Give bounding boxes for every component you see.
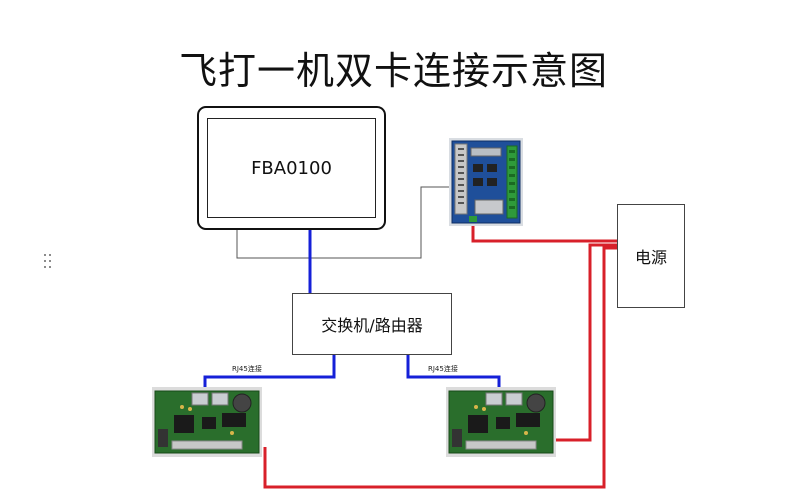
power-wire-io-board <box>471 226 617 243</box>
rj45-label-right: RJ45连接 <box>428 365 458 373</box>
control-card-right-image <box>446 387 556 457</box>
fba0100-label: FBA0100 <box>251 157 332 179</box>
switch-router-label: 交换机/路由器 <box>321 316 423 335</box>
drag-handle-icon[interactable] <box>44 254 52 270</box>
ethernet-wire-switch-to-right-card <box>406 355 501 395</box>
signal-wire-monitor-to-io-board <box>236 186 449 259</box>
ethernet-wire-switch-to-left-card <box>203 355 336 395</box>
power-supply-box: 电源 <box>617 204 685 308</box>
io-breakout-board-image <box>449 138 523 226</box>
rj45-label-left: RJ45连接 <box>232 365 262 373</box>
power-supply-label: 电源 <box>634 248 667 267</box>
power-wire-right-card <box>553 243 617 442</box>
power-wire-left-card <box>263 246 617 489</box>
fba0100-screen: FBA0100 <box>207 118 376 218</box>
control-card-left-image <box>152 387 262 457</box>
page-title: 飞打一机双卡连接示意图 <box>178 49 608 93</box>
fba0100-controller: FBA0100 <box>197 106 386 230</box>
switch-router-box: 交换机/路由器 <box>292 293 452 355</box>
